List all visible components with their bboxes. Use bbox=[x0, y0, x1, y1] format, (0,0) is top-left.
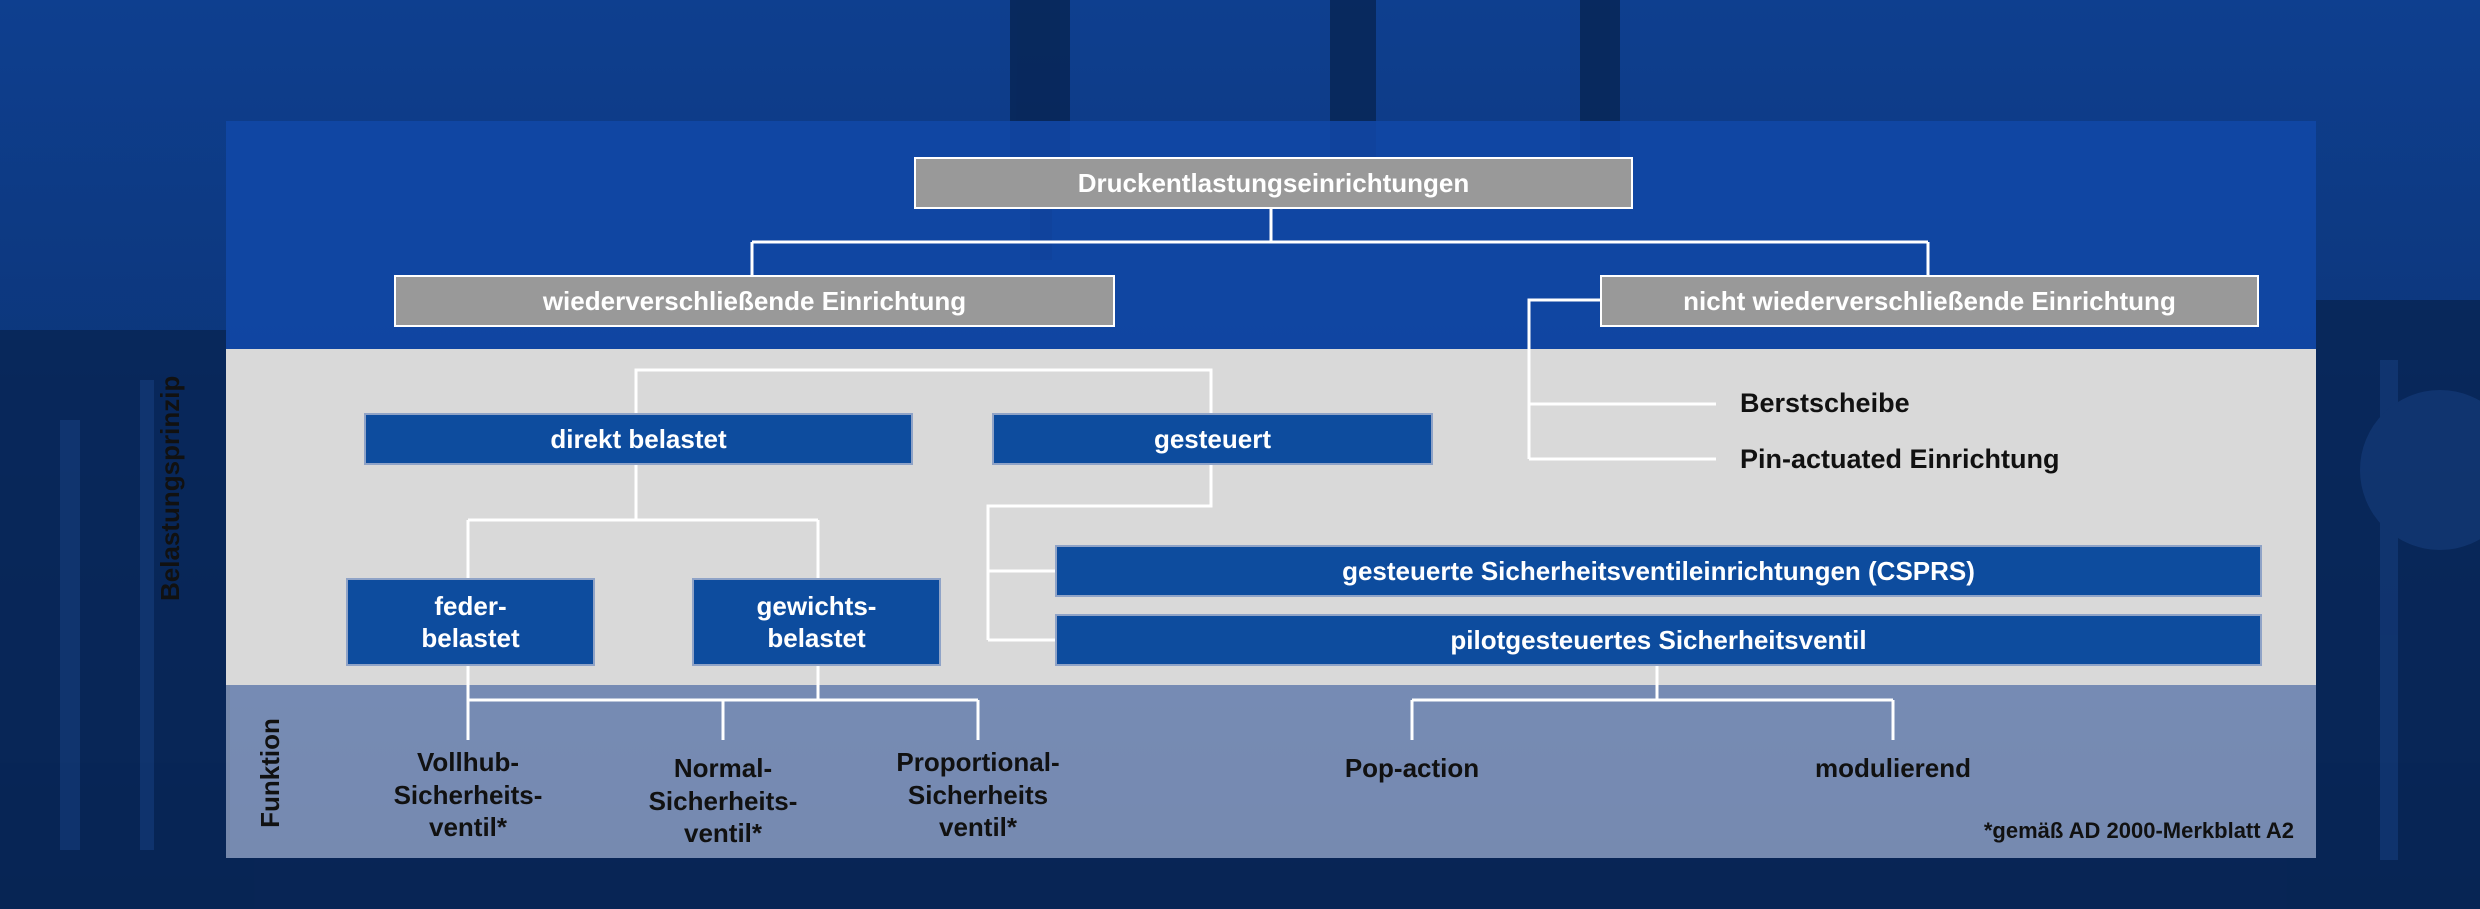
non-reclosing-device-node: nicht wiederverschließende Einrichtung bbox=[1600, 275, 2259, 327]
normal-valve-leaf: Normal- Sicherheits- ventil* bbox=[593, 752, 853, 850]
function-label: Funktion bbox=[255, 718, 285, 828]
weight-loaded-line1: gewichts- bbox=[756, 590, 877, 621]
spring-loaded-line1: feder- bbox=[434, 590, 507, 621]
controlled-node: gesteuert bbox=[992, 413, 1433, 465]
normal-line2: Sicherheits- bbox=[648, 785, 798, 816]
normal-line3: ventil* bbox=[683, 818, 763, 848]
modulating-leaf: modulierend bbox=[1814, 753, 1971, 783]
pop-action-leaf: Pop-action bbox=[1344, 753, 1480, 783]
pin-actuated-label: Pin-actuated Einrichtung bbox=[1740, 444, 2060, 474]
root-node: Druckentlastungseinrichtungen bbox=[914, 157, 1633, 209]
weight-loaded-node: gewichts- belastet bbox=[692, 578, 941, 666]
footnote: *gemäß AD 2000-Merkblatt A2 bbox=[1983, 818, 2294, 843]
spring-loaded-node: feder- belastet bbox=[346, 578, 595, 666]
spring-loaded-line2: belastet bbox=[421, 623, 520, 653]
cspr-node: gesteuerte Sicherheitsventileinrichtunge… bbox=[1055, 545, 2262, 597]
normal-line1: Normal- bbox=[673, 753, 773, 783]
weight-loaded-line2: belastet bbox=[767, 623, 866, 653]
full-lift-line1: Vollhub- bbox=[416, 747, 520, 777]
reclosing-device-node: wiederverschließende Einrichtung bbox=[394, 275, 1115, 327]
proportional-valve-leaf: Proportional- Sicherheits ventil* bbox=[848, 746, 1108, 844]
rupture-disc-label: Berstscheibe bbox=[1740, 388, 1910, 418]
full-lift-line2: Sicherheits- bbox=[393, 779, 543, 810]
full-lift-line3: ventil* bbox=[428, 812, 508, 842]
direct-loaded-node: direkt belastet bbox=[364, 413, 913, 465]
proportional-line2: Sicherheits bbox=[907, 779, 1049, 810]
proportional-line3: ventil* bbox=[938, 812, 1018, 842]
pilot-operated-valve-node: pilotgesteuertes Sicherheitsventil bbox=[1055, 614, 2262, 666]
full-lift-valve-leaf: Vollhub- Sicherheits- ventil* bbox=[338, 746, 598, 844]
loading-principle-label: Belastungsprinzip bbox=[155, 375, 185, 601]
proportional-line1: Proportional- bbox=[896, 747, 1060, 777]
